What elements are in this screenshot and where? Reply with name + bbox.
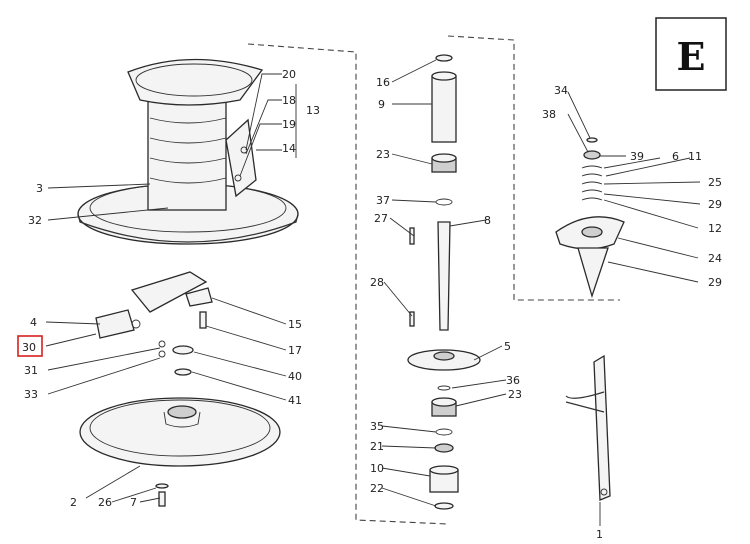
label-21: 21: [370, 440, 384, 453]
label-38: 38: [542, 108, 556, 121]
label-28: 28: [370, 276, 384, 289]
label-41: 41: [288, 394, 302, 407]
label-29-top: 29: [708, 198, 722, 211]
label-31: 31: [24, 364, 38, 377]
label-34: 34: [554, 84, 568, 97]
label-25: 25: [708, 176, 722, 189]
spinner-assembly: [555, 137, 625, 501]
label-29-bottom: 29: [708, 276, 722, 289]
label-23-bottom: 23: [508, 388, 522, 401]
leader-lines: [45, 59, 701, 526]
label-12: 12: [708, 222, 722, 235]
label-36: 36: [506, 374, 520, 387]
label-27: 27: [374, 212, 388, 225]
section-letter-box: E: [655, 17, 727, 91]
section-letter: E: [677, 34, 706, 79]
label-14: 14: [282, 142, 296, 155]
label-30: 30: [22, 341, 36, 354]
label-6: 6: [672, 150, 679, 163]
label-23-top: 23: [376, 148, 390, 161]
label-32: 32: [28, 214, 42, 227]
hopper-assembly: [77, 43, 449, 525]
label-35: 35: [370, 420, 384, 433]
label-33: 33: [24, 388, 38, 401]
label-5: 5: [504, 340, 511, 353]
label-7: 7: [130, 496, 137, 509]
label-18: 18: [282, 94, 296, 107]
highlight-box: [17, 335, 43, 357]
label-2: 2: [70, 496, 77, 509]
label-20: 20: [282, 68, 296, 81]
label-19: 19: [282, 118, 296, 131]
label-22: 22: [370, 482, 384, 495]
part-labels: 3 32 4 30 31 33 2 26 7 20 13 18 19 14 15…: [17, 68, 722, 541]
label-10: 10: [370, 462, 384, 475]
label-3: 3: [36, 182, 43, 195]
label-17: 17: [288, 344, 302, 357]
label-26: 26: [98, 496, 112, 509]
label-4: 4: [30, 316, 37, 329]
label-16: 16: [376, 76, 390, 89]
label-37: 37: [376, 194, 390, 207]
label-1: 1: [596, 528, 603, 541]
label-8: 8: [484, 214, 491, 227]
label-40: 40: [288, 370, 302, 383]
label-11: 11: [688, 150, 702, 163]
label-39: 39: [630, 150, 644, 163]
label-13: 13: [306, 104, 320, 117]
shaft-assembly: [407, 35, 620, 510]
label-9: 9: [378, 98, 385, 111]
label-24: 24: [708, 252, 722, 265]
label-15: 15: [288, 318, 302, 331]
